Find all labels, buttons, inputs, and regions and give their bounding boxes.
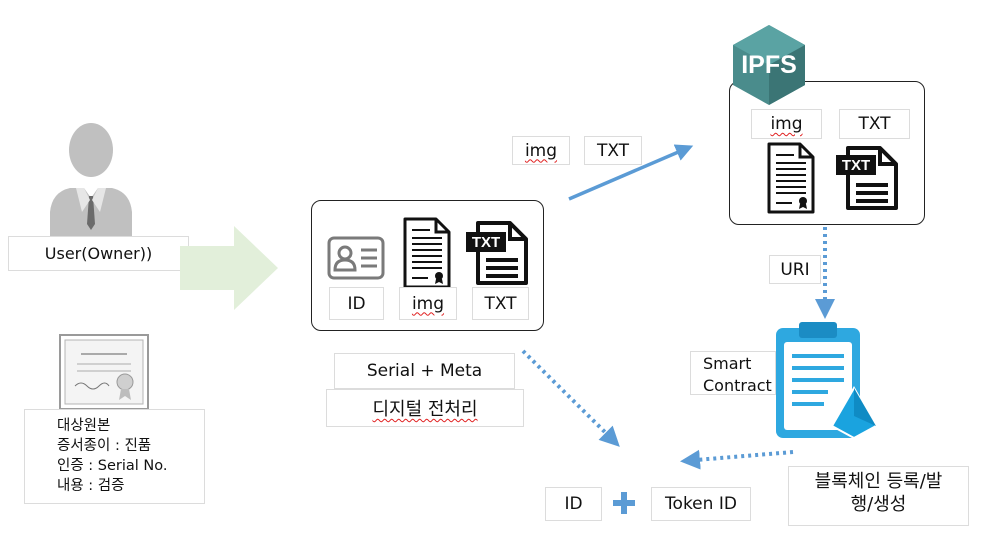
preprocess-text: 디지털 전처리 <box>372 399 478 420</box>
smart-contract-icon <box>776 322 878 440</box>
upload-arrow <box>568 144 694 201</box>
serial-meta-label: Serial + Meta <box>334 353 515 389</box>
ipfs-img-label: img <box>751 109 822 139</box>
center-txt-label: TXT <box>472 287 529 320</box>
ipfs-document-icon <box>767 142 815 214</box>
original-line: 대상원본 <box>57 418 111 434</box>
ipfs-txt-icon-text: TXT <box>842 157 870 174</box>
smart-contract-line1: Smart <box>703 354 752 373</box>
smart-contract-label: Smart Contract <box>690 351 776 395</box>
center-img-label: img <box>399 287 457 320</box>
document-icon <box>403 217 451 289</box>
id-card-icon <box>327 236 385 280</box>
blockchain-register-label: 블록체인 등록/발 행/생성 <box>788 466 969 526</box>
ipfs-logo-text: IPFS <box>741 51 797 79</box>
upload-img-label: img <box>512 136 570 165</box>
ipfs-logo-icon: IPFS <box>733 25 805 105</box>
upload-txt-label: TXT <box>584 136 642 165</box>
uri-label: URI <box>769 255 821 284</box>
ipfs-txt-file-icon: TXT <box>836 146 898 210</box>
center-id-label: ID <box>329 287 384 320</box>
ipfs-txt-label: TXT <box>839 109 910 139</box>
original-line: 증서종이 : 진품 <box>57 438 152 454</box>
plus-icon <box>613 492 635 514</box>
green-flow-arrow <box>180 226 278 310</box>
original-line: 내용 : 검증 <box>57 478 125 494</box>
original-info-box: 대상원본 증서종이 : 진품 인증 : Serial No. 내용 : 검증 <box>24 409 205 504</box>
user-person-icon <box>50 123 132 238</box>
blockchain-line1: 블록체인 등록/발 <box>814 471 943 492</box>
certificate-icon <box>59 334 149 410</box>
blockchain-line2: 행/생성 <box>850 494 907 515</box>
center-img-text: img <box>411 293 445 314</box>
register-arrow <box>521 349 620 447</box>
original-line: 인증 : Serial No. <box>57 458 168 474</box>
user-label: User(Owner)) <box>8 236 189 271</box>
result-token-label: Token ID <box>651 487 751 521</box>
result-id-label: ID <box>545 487 602 521</box>
svg-text:TXT: TXT <box>472 234 500 251</box>
preprocess-label: 디지털 전처리 <box>326 389 524 427</box>
txt-file-icon: TXT <box>466 221 528 285</box>
ipfs-img-text: img <box>770 114 803 134</box>
upload-img-text: img <box>524 140 558 161</box>
smart-contract-line2: Contract <box>703 376 772 395</box>
token-arrow <box>680 449 794 470</box>
